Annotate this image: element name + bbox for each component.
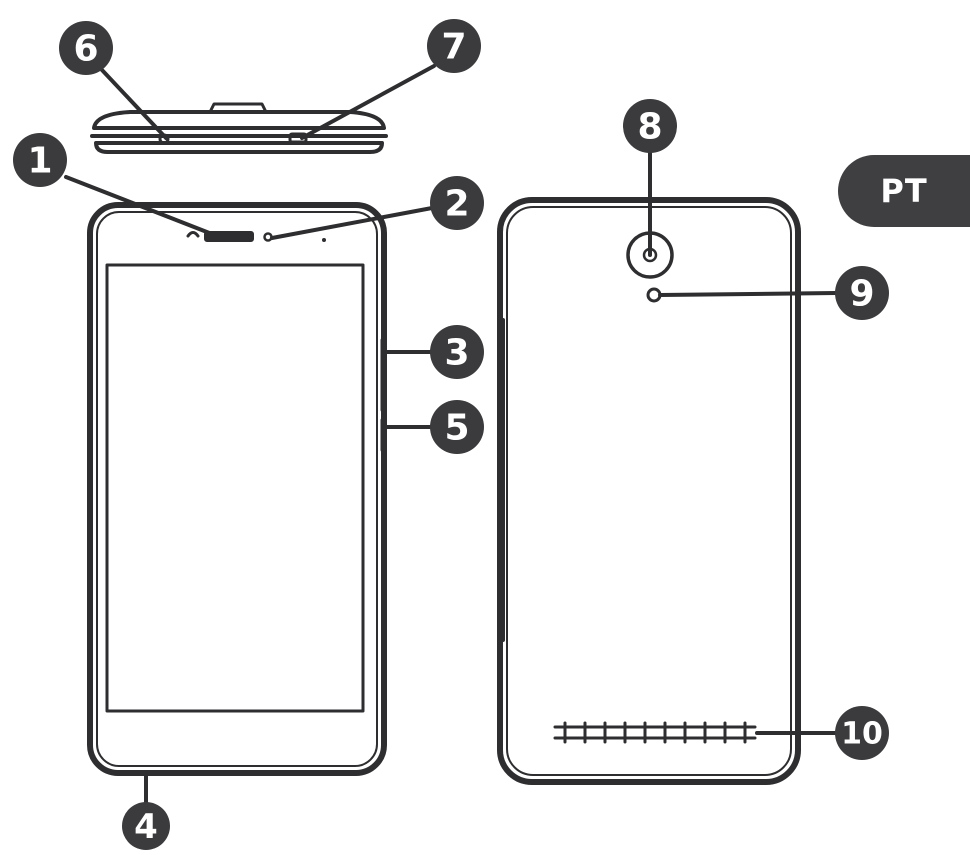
callout-label-5: 5 xyxy=(444,408,469,449)
callout-label-7: 7 xyxy=(441,27,466,68)
language-badge-label: PT xyxy=(880,172,928,210)
speaker-grille xyxy=(553,721,757,744)
callout-label-8: 8 xyxy=(637,107,662,148)
phone-back-view xyxy=(497,197,801,785)
callout-5: 5 xyxy=(430,400,484,454)
callout-label-1: 1 xyxy=(27,141,52,182)
language-badge: PT xyxy=(838,155,970,227)
phone-top-edge-view xyxy=(90,102,388,154)
callout-label-6: 6 xyxy=(73,29,98,70)
callout-label-2: 2 xyxy=(444,184,469,225)
leader-lines xyxy=(64,64,838,805)
callout-8: 8 xyxy=(623,99,677,153)
callout-label-9: 9 xyxy=(849,274,874,315)
callout-9: 9 xyxy=(835,266,889,320)
callout-7: 7 xyxy=(427,19,481,73)
earpiece xyxy=(204,231,254,242)
callout-label-3: 3 xyxy=(444,333,469,374)
callout-4: 4 xyxy=(122,802,170,850)
callout-label-4: 4 xyxy=(134,807,158,847)
callouts: 1 2 3 4 5 6 7 8 xyxy=(13,19,889,850)
callout-2: 2 xyxy=(430,176,484,230)
phone-front-view xyxy=(87,202,387,776)
callout-10: 10 xyxy=(835,706,889,760)
callout-label-10: 10 xyxy=(841,717,883,752)
callout-1: 1 xyxy=(13,133,67,187)
front-screen xyxy=(105,263,365,713)
callout-6: 6 xyxy=(59,21,113,75)
callout-3: 3 xyxy=(430,325,484,379)
